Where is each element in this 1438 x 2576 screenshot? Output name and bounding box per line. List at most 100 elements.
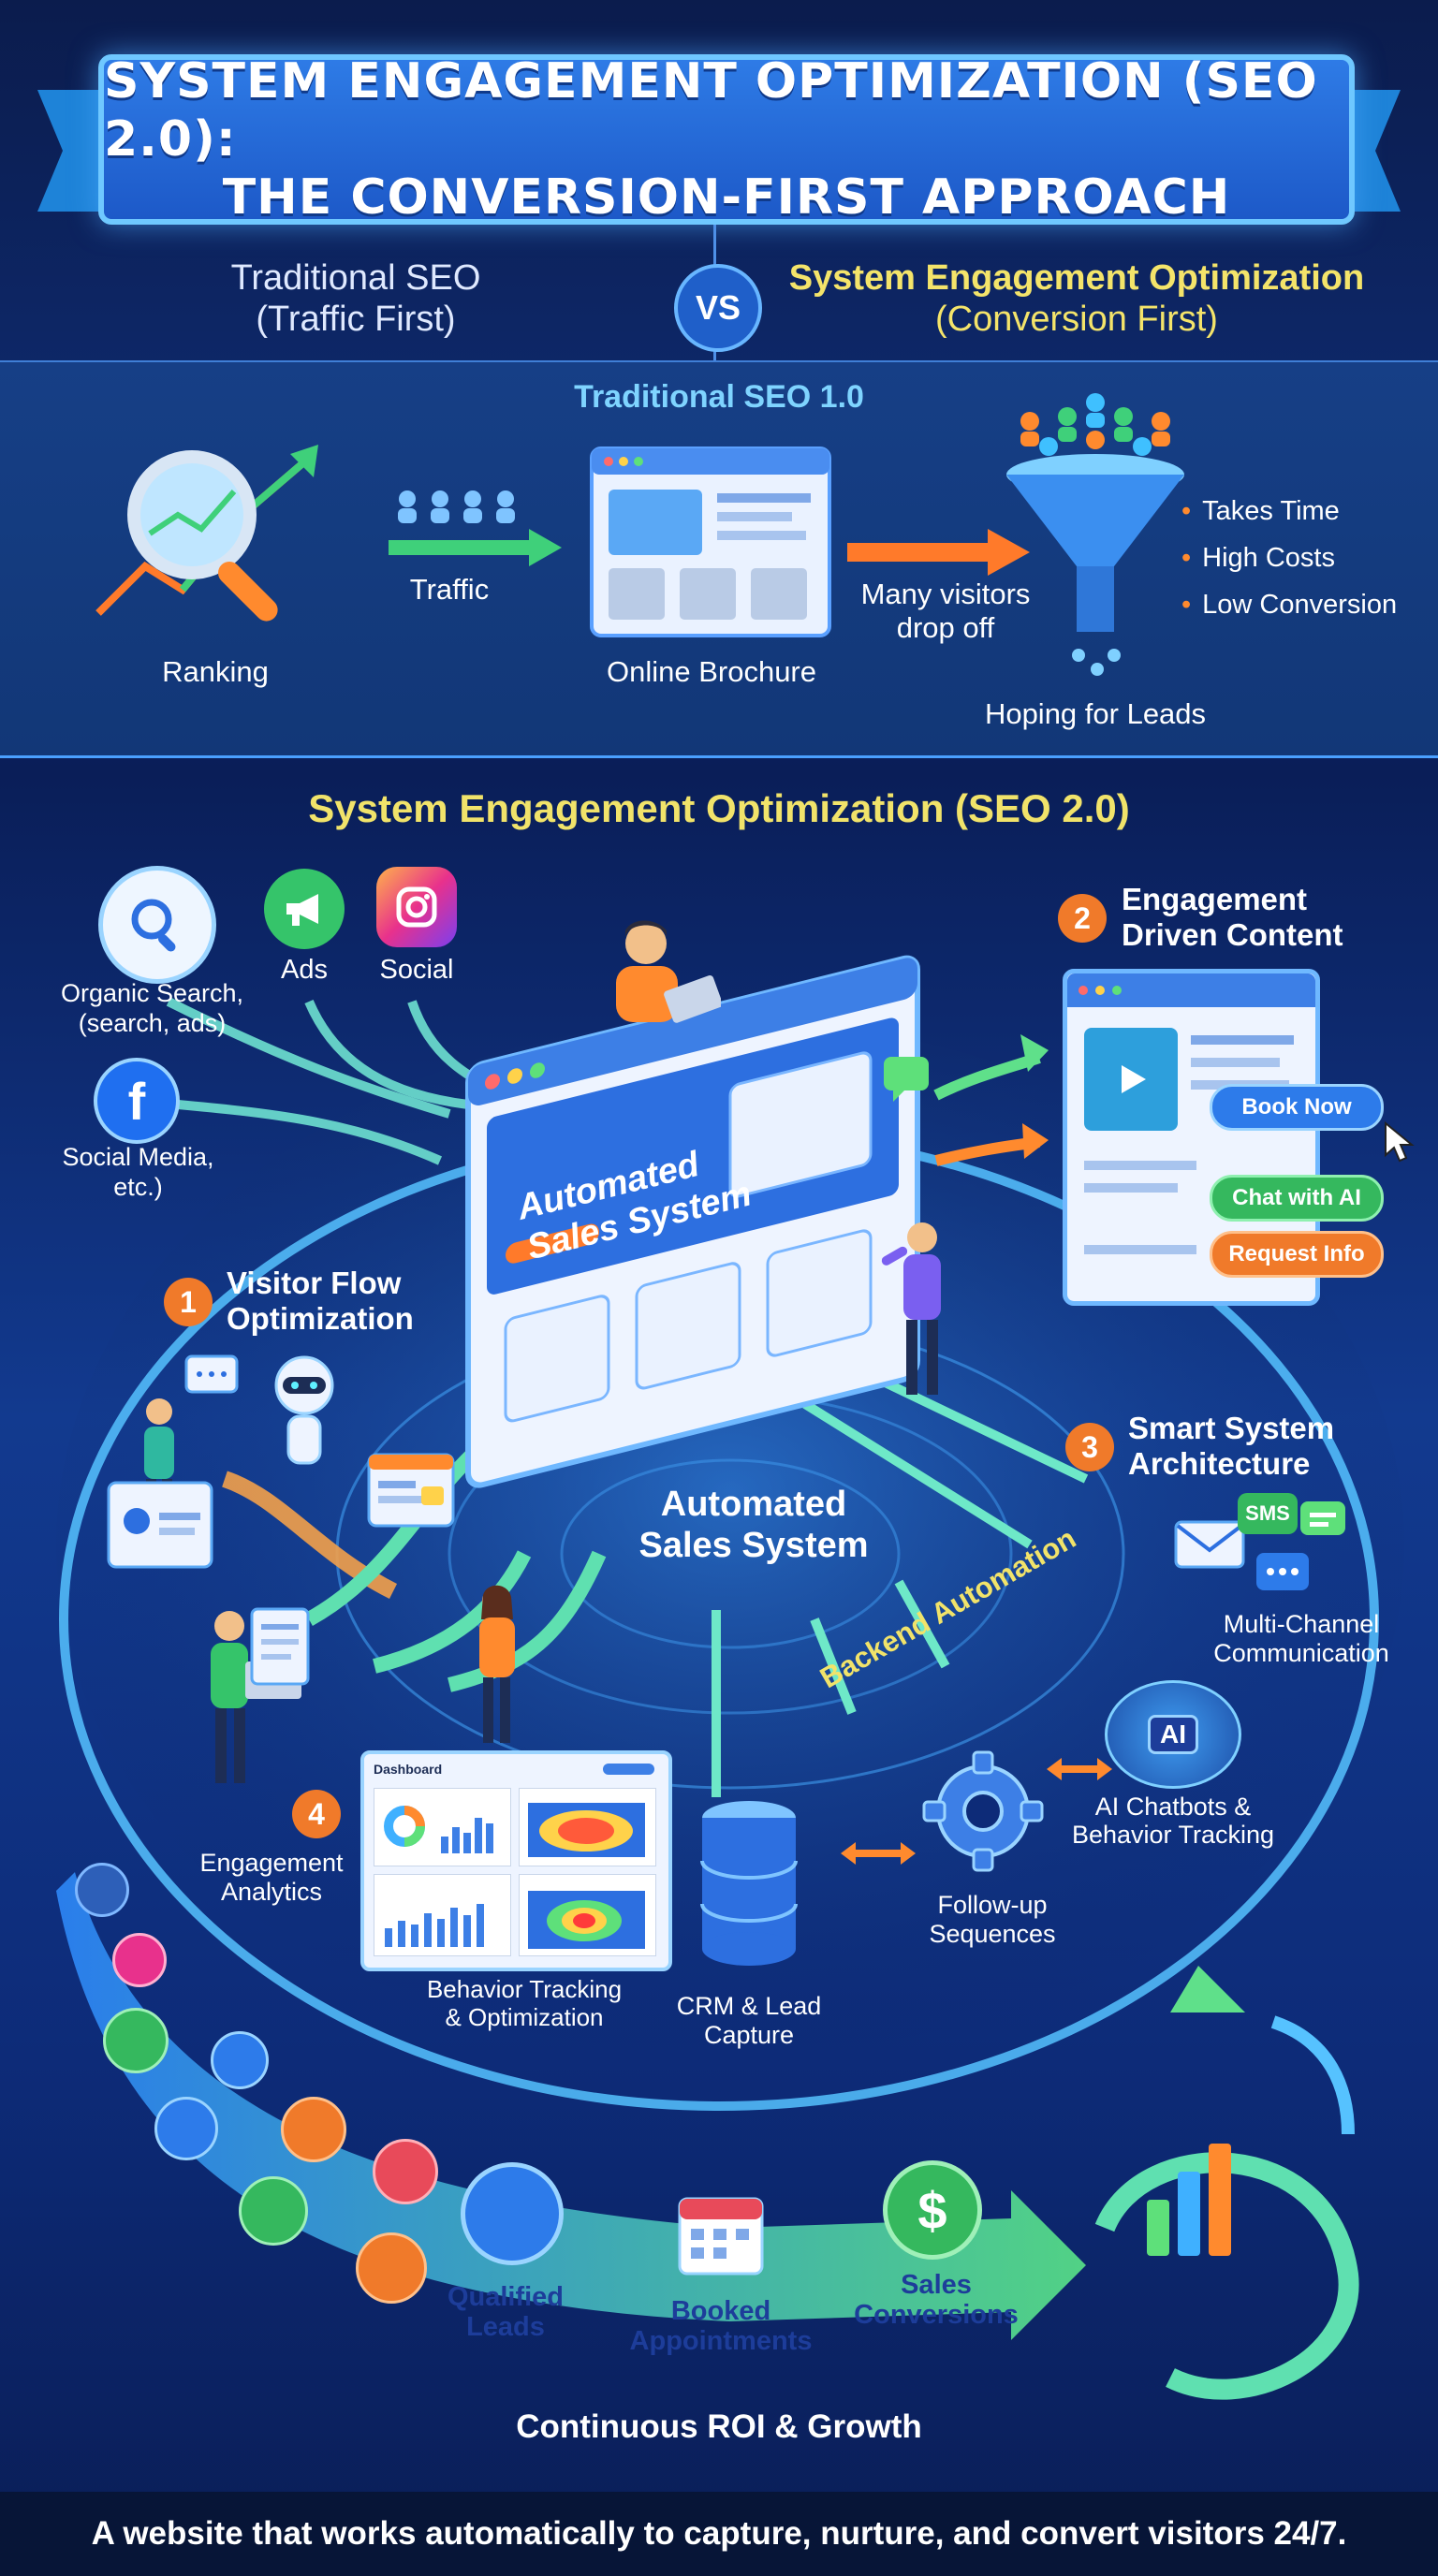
step-2-line-1: Engagement: [1122, 882, 1308, 916]
user-icon: [103, 2008, 169, 2073]
qualified-leads-label: Qualified Leads: [412, 2282, 599, 2342]
funnel-leads-icon: [1006, 393, 1184, 676]
follow-up-line-1: Follow-up: [937, 1891, 1048, 1919]
instagram-icon: [112, 1933, 167, 1987]
sms-icon: SMS: [1238, 1493, 1298, 1534]
traditional-seo-heading: Traditional SEO 1.0: [574, 379, 864, 415]
step-3-label: Smart System Architecture: [1128, 1411, 1334, 1482]
center-label-line-1: Automated: [660, 1485, 847, 1524]
globe-icon: [211, 2031, 269, 2089]
multi-channel-line-2: Communication: [1213, 1639, 1389, 1667]
center-label-line-2: Sales System: [638, 1526, 869, 1565]
behavior-line-1: Behavior Tracking: [426, 1975, 623, 2003]
vs-badge: VS: [674, 264, 762, 352]
step-1-label: Visitor Flow Optimization: [227, 1266, 414, 1337]
drawback-text: High Costs: [1202, 543, 1335, 573]
step-4-line-2: Analytics: [220, 1878, 323, 1906]
step-3-badge: 3: [1065, 1423, 1114, 1471]
user-icon: [154, 2097, 218, 2160]
social-media-line-1: Social Media,: [62, 1143, 214, 1171]
online-brochure-icon: [590, 446, 831, 637]
sales-line-1: Sales: [901, 2270, 972, 2300]
crm-line-1: CRM & Lead: [676, 1992, 822, 2020]
behavior-line-2: & Optimization: [445, 2003, 604, 2031]
ai-chip-label: AI: [1148, 1715, 1198, 1754]
traditional-seo-subtitle: (Traffic First): [256, 300, 456, 339]
sales-conversions-label: Sales Conversions: [838, 2270, 1034, 2330]
ai-brain-icon: AI: [1105, 1680, 1241, 1789]
step-4-line-1: Engagement: [199, 1849, 344, 1877]
cursor-arrow-icon: [1385, 1121, 1415, 1163]
multi-channel-line-1: Multi-Channel: [1223, 1610, 1380, 1638]
chat-bubble-icon: [884, 1057, 929, 1102]
organic-line-2: (search, ads): [78, 1009, 227, 1037]
drawback-item: •Takes Time: [1181, 496, 1340, 526]
message-dots-icon: [1256, 1553, 1309, 1590]
continuous-roi-label: Continuous ROI & Growth: [516, 2408, 922, 2445]
traditional-seo-header: Traditional SEO (Traffic First): [140, 257, 571, 340]
ads-label: Ads: [281, 955, 328, 985]
seo2-section-heading: System Engagement Optimization (SEO 2.0): [308, 786, 1130, 830]
footer-tagline: A website that works automatically to ca…: [91, 2515, 1347, 2552]
request-info-button[interactable]: Request Info: [1210, 1231, 1384, 1278]
dropoff-line-2: drop off: [896, 611, 995, 644]
title-line-1: SYSTEM ENGAGEMENT OPTIMIZATION (SEO 2.0)…: [104, 53, 1318, 168]
traditional-drawbacks-list: •Takes Time •High Costs •Low Conversion: [1181, 496, 1397, 637]
step-3-line-2: Architecture: [1128, 1446, 1311, 1481]
follow-up-line-2: Sequences: [929, 1920, 1056, 1948]
gear-icon: [75, 1863, 129, 1917]
dropoff-arrow-icon: [847, 529, 1030, 576]
step-4-badge: 4: [292, 1790, 341, 1838]
calendar-icon: [373, 2139, 438, 2204]
qualified-line-1: Qualified: [447, 2282, 565, 2312]
email-icon: [281, 2097, 346, 2162]
step-1-badge: 1: [164, 1278, 213, 1326]
organic-line-1: Organic Search,: [60, 979, 244, 1007]
step-1-line-2: Optimization: [227, 1301, 414, 1336]
user-settings-icon: [356, 2232, 427, 2304]
traffic-label: Traffic: [409, 573, 490, 606]
heatmap-icon: [528, 1803, 645, 1857]
book-now-button[interactable]: Book Now: [1210, 1084, 1384, 1131]
booked-line-2: Appointments: [629, 2326, 813, 2356]
booked-appointments-calendar-icon: [678, 2197, 764, 2276]
ranking-magnifier-icon: [95, 445, 318, 622]
donut-chart-icon: [384, 1806, 425, 1847]
social-media-line-2: etc.): [113, 1173, 163, 1201]
chat-bubble-icon: [1300, 1501, 1345, 1535]
document-icon: [250, 1607, 310, 1686]
video-play-icon: [1084, 1028, 1178, 1131]
ads-megaphone-icon: [264, 869, 345, 949]
ranking-label: Ranking: [162, 655, 269, 688]
hoping-for-leads-label: Hoping for Leads: [984, 697, 1207, 730]
person-laptop-icon: [616, 920, 721, 1023]
sales-dollar-icon: $: [883, 2160, 982, 2260]
online-brochure-label: Online Brochure: [606, 655, 816, 688]
checkmark-icon: [239, 2176, 308, 2246]
database-icon: [700, 1801, 798, 1966]
title-line-2: THE CONVERSION-FIRST APPROACH: [222, 169, 1231, 226]
bidirectional-arrow-icon: [841, 1842, 916, 1865]
bar-chart-icon: [385, 1904, 484, 1947]
multi-channel-label: Multi-Channel Communication: [1175, 1610, 1428, 1668]
qualified-line-2: Leads: [466, 2312, 545, 2342]
step-3-line-1: Smart System: [1128, 1411, 1335, 1445]
chat-with-ai-button[interactable]: Chat with AI: [1210, 1175, 1384, 1222]
bidirectional-arrow-icon: [1047, 1758, 1112, 1780]
seo2-title: System Engagement Optimization: [788, 258, 1365, 298]
step-2-label: Engagement Driven Content: [1122, 882, 1343, 953]
step-2-badge: 2: [1058, 894, 1107, 943]
seo2-subtitle: (Conversion First): [935, 300, 1218, 339]
seo2-header: System Engagement Optimization (Conversi…: [777, 257, 1376, 340]
email-envelope-icon: [1174, 1520, 1245, 1569]
organic-search-label: Organic Search, (search, ads): [37, 978, 267, 1038]
title-banner: SYSTEM ENGAGEMENT OPTIMIZATION (SEO 2.0)…: [98, 53, 1355, 226]
traditional-seo-title: Traditional SEO: [230, 258, 481, 298]
dashboard-panel: Dashboard: [360, 1750, 672, 1971]
behavior-tracking-label: Behavior Tracking & Optimization: [403, 1975, 646, 2031]
qualified-leads-icon: [461, 2162, 564, 2265]
ai-chatbots-line-1: AI Chatbots &: [1094, 1793, 1252, 1821]
drawback-item: •Low Conversion: [1181, 590, 1398, 620]
drawback-item: •High Costs: [1181, 543, 1335, 573]
ai-chatbots-line-2: Behavior Tracking: [1071, 1821, 1275, 1849]
